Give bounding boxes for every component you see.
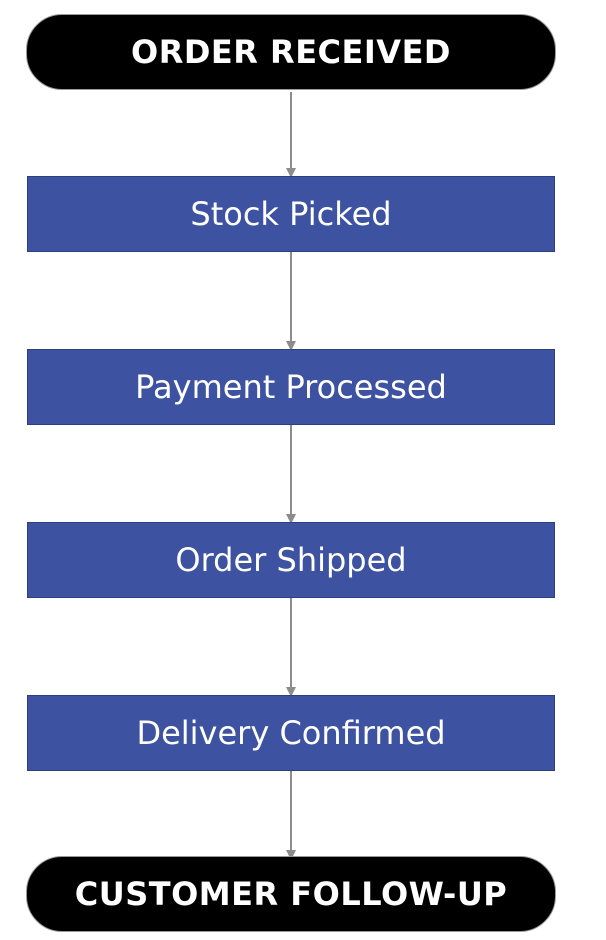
process-step-label: Delivery Confirmed: [136, 714, 446, 752]
process-step-order-shipped: Order Shipped: [27, 522, 555, 598]
process-step-payment-processed: Payment Processed: [27, 349, 555, 425]
process-step-delivery-confirmed: Delivery Confirmed: [27, 695, 555, 771]
process-step-label: Stock Picked: [190, 195, 392, 233]
process-step-label: Order Shipped: [175, 541, 407, 579]
process-step-stock-picked: Stock Picked: [27, 176, 555, 252]
start-terminal: ORDER RECEIVED: [26, 14, 556, 90]
process-step-label: Payment Processed: [135, 368, 447, 406]
start-label: ORDER RECEIVED: [131, 33, 451, 71]
end-terminal: CUSTOMER FOLLOW-UP: [26, 856, 556, 932]
end-label: CUSTOMER FOLLOW-UP: [74, 875, 508, 913]
